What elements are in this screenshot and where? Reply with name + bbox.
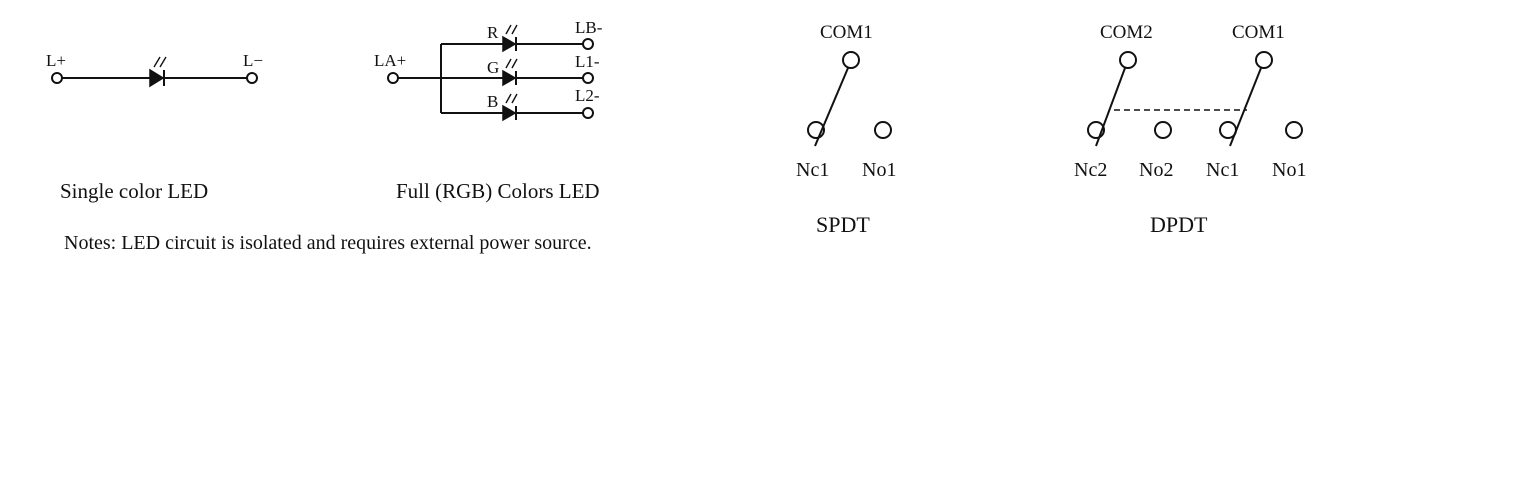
dpdt-com2-terminal xyxy=(1119,51,1137,69)
dpdt-no1-terminal xyxy=(1285,121,1303,139)
g-led-label: G xyxy=(487,58,499,77)
dpdt-nc1-label: Nc1 xyxy=(1206,159,1239,181)
note-text: Notes: LED circuit is isolated and requi… xyxy=(64,232,592,254)
b-led-light-arrows-icon xyxy=(505,93,518,104)
dpdt-switch-arm-1 xyxy=(1229,67,1262,147)
single-led-caption: Single color LED xyxy=(60,179,208,203)
dpdt-com2-label: COM2 xyxy=(1100,22,1153,43)
single-led-minus-terminal xyxy=(246,72,258,84)
dpdt-nc2-label: Nc2 xyxy=(1074,159,1107,181)
spdt-switch: COM1 Nc1 No1 SPDT xyxy=(796,22,896,237)
g-led-diode-icon xyxy=(502,69,517,87)
dpdt-no2-label: No2 xyxy=(1139,159,1173,181)
dpdt-caption: DPDT xyxy=(1150,212,1208,237)
dpdt-switch: COM2 COM1 Nc2 No2 Nc1 No1 DPDT xyxy=(1074,22,1306,237)
single-led-minus-label: L− xyxy=(243,51,263,70)
dpdt-switch-arm-2 xyxy=(1095,67,1126,147)
rgb-led-l2-terminal xyxy=(582,107,594,119)
single-led-diode-icon xyxy=(149,68,165,88)
single-led-circuit: L+ L− Single color LED xyxy=(46,51,263,203)
dpdt-no1-label: No1 xyxy=(1272,159,1306,181)
single-led-plus-terminal xyxy=(51,72,63,84)
dpdt-com1-label: COM1 xyxy=(1232,22,1285,43)
rgb-led-l2-label: L2- xyxy=(575,86,600,105)
spdt-no-label: No1 xyxy=(862,159,896,181)
r-led-diode-icon xyxy=(502,35,517,53)
single-led-plus-label: L+ xyxy=(46,51,66,70)
r-led-light-arrows-icon xyxy=(505,24,518,35)
rgb-led-l1-terminal xyxy=(582,72,594,84)
spdt-caption: SPDT xyxy=(816,212,870,237)
spdt-com-terminal xyxy=(842,51,860,69)
rgb-led-caption: Full (RGB) Colors LED xyxy=(396,179,600,203)
rgb-led-l1-label: L1- xyxy=(575,52,600,71)
spdt-switch-arm xyxy=(814,67,849,147)
dpdt-no2-terminal xyxy=(1154,121,1172,139)
b-led-label: B xyxy=(487,92,498,111)
spdt-com-label: COM1 xyxy=(820,22,873,43)
rgb-led-lb-label: LB- xyxy=(575,18,603,37)
rgb-led-plus-label: LA+ xyxy=(374,51,406,70)
rgb-led-circuit: LA+ R G B LB- L1- L2- Full (RGB) Colors … xyxy=(374,18,603,203)
r-led-label: R xyxy=(487,23,499,42)
dpdt-com1-terminal xyxy=(1255,51,1273,69)
spdt-no-terminal xyxy=(874,121,892,139)
spdt-nc-label: Nc1 xyxy=(796,159,829,181)
rgb-led-plus-terminal xyxy=(387,72,399,84)
rgb-led-lb-terminal xyxy=(582,38,594,50)
g-led-light-arrows-icon xyxy=(505,58,518,69)
b-led-diode-icon xyxy=(502,104,517,122)
single-led-light-arrows-icon xyxy=(153,56,167,68)
